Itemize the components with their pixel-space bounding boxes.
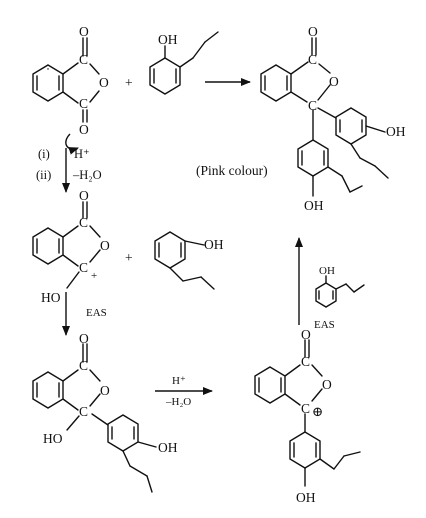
product-oh-right: OH	[386, 124, 406, 139]
cation-c-carbonyl: C	[79, 215, 88, 230]
carbinol-c-carbonyl: C	[79, 358, 88, 373]
pink-colour-label: (Pink colour)	[196, 163, 268, 178]
step-4-phenol-oh: OH	[319, 265, 335, 277]
step-i-reagent: H⁺	[74, 147, 90, 161]
cation-plus-charge: +	[91, 270, 97, 282]
step-i-tag: (i)	[38, 147, 50, 161]
diaryl-carbocation	[254, 339, 361, 487]
step-2-eas: EAS	[86, 307, 107, 319]
o-propylphenol-1	[149, 31, 219, 95]
carbocation-circled-plus: ⊕	[312, 404, 323, 419]
step-4-phenol-reagent	[315, 275, 365, 308]
step-4-eas: EAS	[314, 319, 335, 331]
carbinol-oh-aryl: OH	[158, 440, 178, 455]
product-c-carbonyl: C	[308, 52, 317, 67]
cation-ho: HO	[41, 290, 61, 305]
step-3-loss: –H₂O	[165, 396, 191, 408]
pink-product	[260, 37, 389, 197]
anhydride-c-top: C	[79, 52, 88, 67]
product-ring-o: O	[329, 74, 339, 89]
cation-c-plus: C	[79, 260, 88, 275]
step-3-reagent: H⁺	[172, 375, 186, 387]
phenol-1-oh: OH	[158, 32, 178, 47]
anhydride-carbonyl-o-top: O	[79, 24, 89, 39]
cation-intermediate	[32, 201, 101, 289]
phenol-2-oh: OH	[204, 237, 224, 252]
product-o-top: O	[308, 24, 318, 39]
anhydride-c-bottom: C	[79, 96, 88, 111]
product-oh-bottom: OH	[304, 198, 324, 213]
cation-o-top: O	[79, 188, 89, 203]
carbocation-ring-o: O	[322, 377, 332, 392]
carbinol-central-c: C	[79, 404, 88, 419]
carbocation-oh: OH	[296, 490, 316, 505]
anhydride-ring-o: O	[99, 75, 109, 90]
carbinol-ring-o: O	[100, 383, 110, 398]
carbocation-o-top: O	[301, 327, 311, 342]
carbocation-c-carbonyl: C	[301, 354, 310, 369]
product-central-c: C	[308, 98, 317, 113]
carbinol-intermediate	[32, 343, 157, 493]
carbocation-c-plus: C	[301, 401, 310, 416]
plus-sign-1: +	[125, 75, 133, 90]
phthalic-anhydride	[32, 37, 100, 155]
carbinol-ho: HO	[43, 431, 63, 446]
step-ii-tag: (ii)	[36, 168, 51, 182]
o-propylphenol-2	[154, 231, 215, 290]
cation-ring-o: O	[100, 238, 110, 253]
plus-sign-2: +	[125, 250, 133, 265]
carbinol-o-top: O	[79, 331, 89, 346]
anhydride-carbonyl-o-bottom: O	[79, 122, 89, 137]
step-ii-reagent: –H₂O	[72, 168, 102, 182]
